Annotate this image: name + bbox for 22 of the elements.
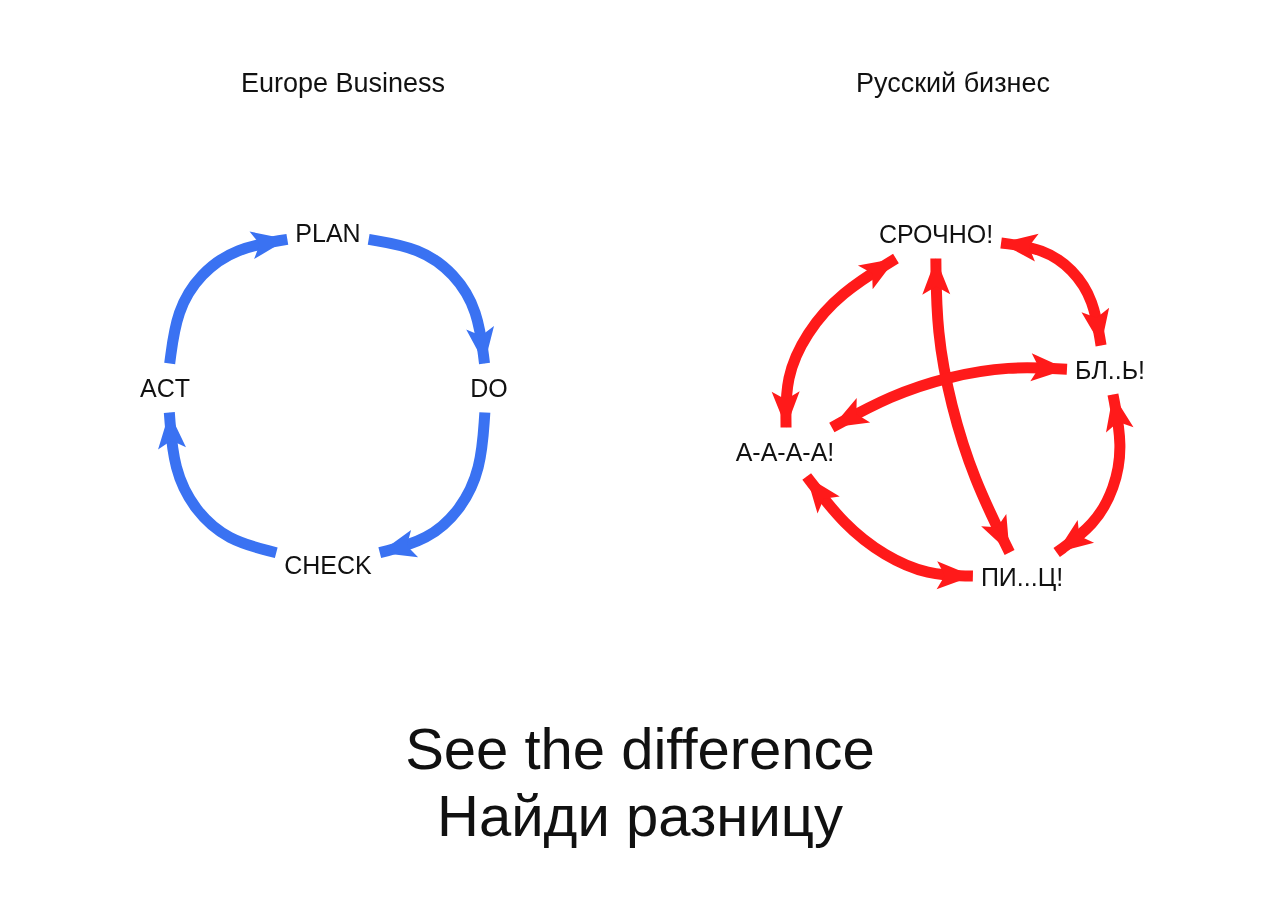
arrow [829,353,1068,433]
column-heading: Русский бизнес [856,67,1050,99]
arrow [771,253,899,428]
arrow [922,258,1015,555]
arrow [1000,233,1110,347]
node-label: PLAN [295,218,361,247]
arrow [1053,393,1134,557]
arrow [378,412,491,558]
node-label: А-А-А-А! [735,437,835,466]
node-label: СРОЧНО! [878,219,994,248]
arrow [164,231,289,365]
node-label: ACT [140,373,190,402]
arrow [802,473,973,590]
caption-text: Найди разницу [437,781,843,849]
node-label: ПИ...Ц! [980,562,1064,591]
arrow [158,412,278,559]
node-label: DO [470,373,508,402]
arrow [367,233,494,365]
node-label: БЛ..Ь! [1074,355,1146,384]
column-heading: Europe Business [240,67,446,99]
node-label: CHECK [284,550,372,579]
caption-text: See the difference [405,714,875,782]
